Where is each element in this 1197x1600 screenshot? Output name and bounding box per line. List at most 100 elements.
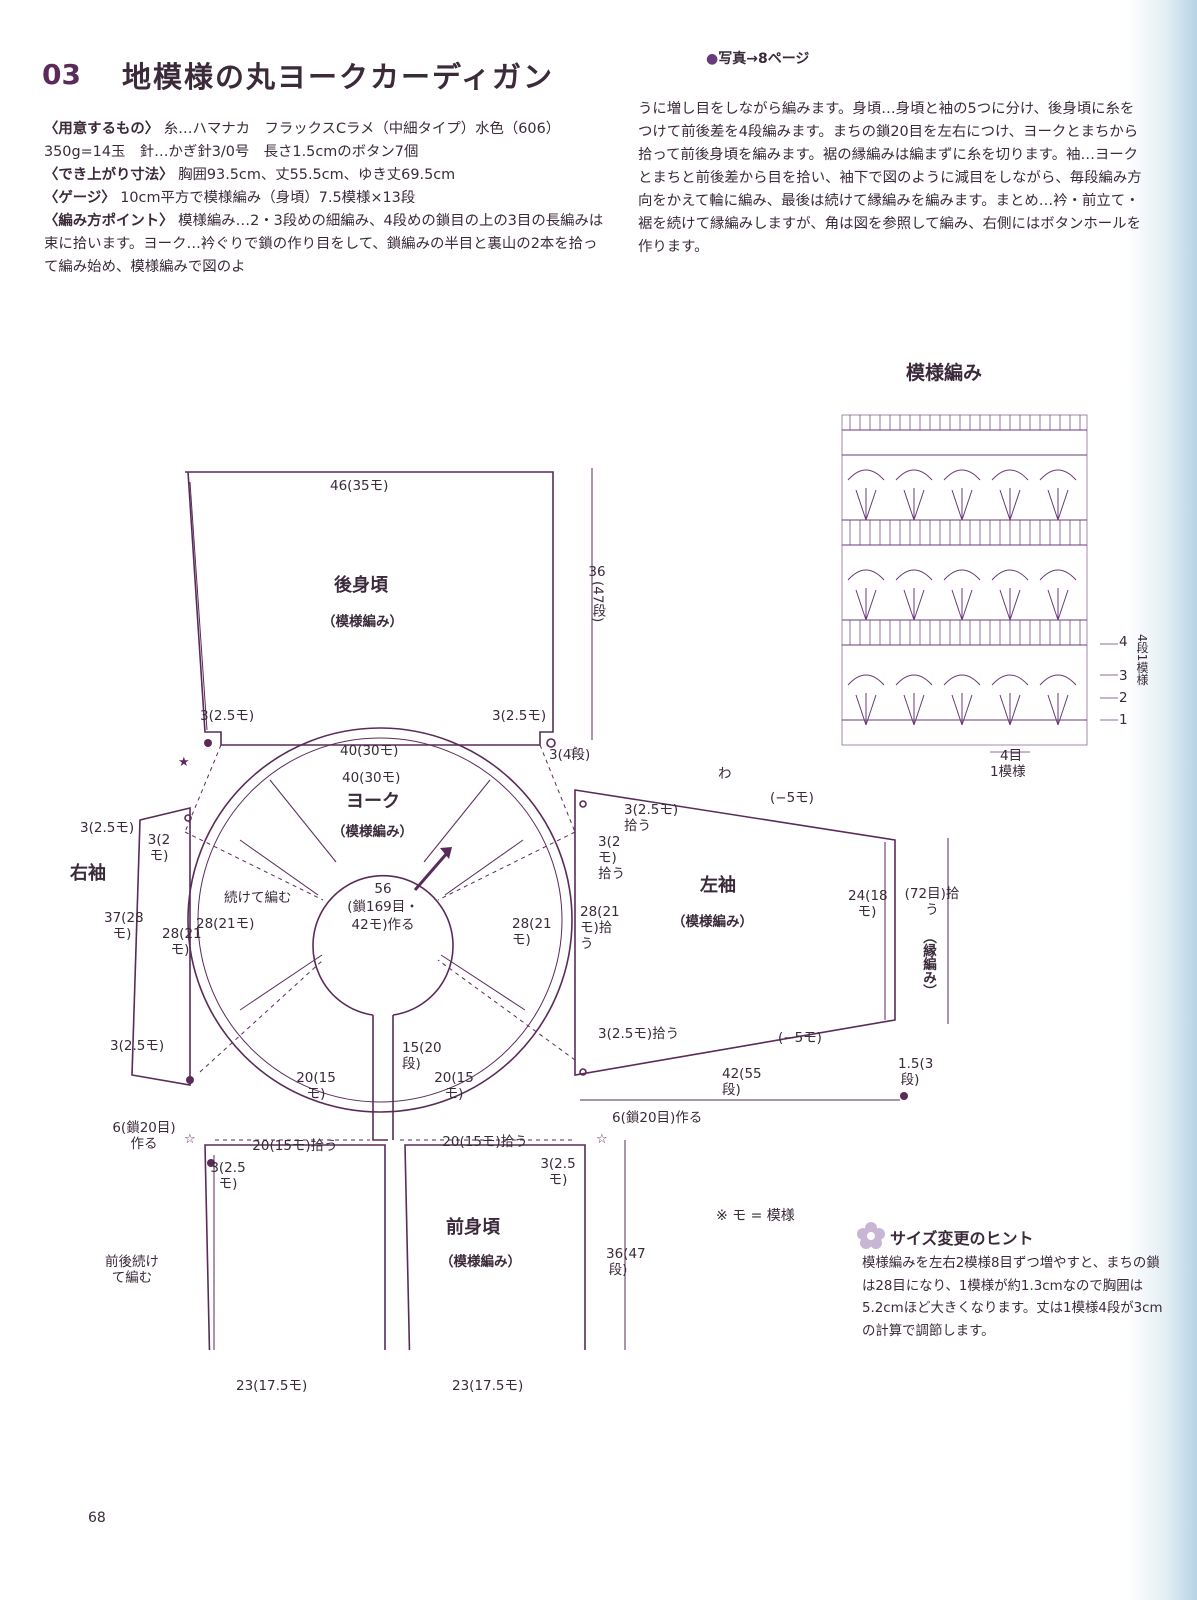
back-body-outline <box>185 471 554 746</box>
neckline-label: 56(鎖169目・42モ)作る <box>340 880 426 934</box>
back-body-stitch: （模様編み） <box>322 614 403 630</box>
right-sleeve-inner: 28(21モ) <box>162 926 202 958</box>
yoke-direction-arrow <box>413 851 450 891</box>
back-height-rows: (47段) <box>589 581 606 623</box>
back-bottom-label: 40(30モ) <box>340 743 399 759</box>
back-corner-right: 3(2.5モ) <box>492 708 547 724</box>
yoke-outer-label: 40(30モ) <box>342 770 401 786</box>
chart-posts <box>849 415 1081 645</box>
front-pick-left: 20(15モ)拾う <box>252 1138 338 1154</box>
left-sleeve-stitch: （模様編み） <box>672 914 753 930</box>
instruction-text: 糸…ハマナカ フラックスCラメ（中細タイプ）水色（606）350g=14玉 針…… <box>44 121 561 160</box>
bullet-icon: ● <box>706 51 719 67</box>
chart-rows-label: 4段1模様 <box>1135 634 1149 686</box>
left-sleeve-pick1: 3(2.5モ)拾う <box>624 802 679 834</box>
page-edge-shadow <box>1127 0 1197 1600</box>
yoke-continue-label: 続けて編む <box>224 890 292 906</box>
instruction-continued: うに増し目をしながら編みます。身頃…身頃と袖の5つに分け、後身頃に糸をつけて前後… <box>638 101 1142 255</box>
right-sleeve-top2: 3(2モ) <box>147 832 171 864</box>
chart-row-arrows <box>990 643 1118 753</box>
right-sleeve-length: 37(28モ) <box>104 910 144 942</box>
instruction-label: 〈用意するもの〉 <box>44 121 160 137</box>
back-width-label: 46(35モ) <box>330 478 389 494</box>
right-sleeve-top: 3(2.5モ) <box>80 820 135 836</box>
instruction-label: 〈でき上がり寸法〉 <box>44 167 174 183</box>
right-sleeve-bottom: 3(2.5モ) <box>110 1038 165 1054</box>
front-right-outline <box>404 1144 586 1350</box>
instruction-points: 〈編み方ポイント〉 模様編み…2・3段めの細編み、4段めの鎖目の上の3目の長編み… <box>44 210 604 279</box>
svg-text:☆: ☆ <box>596 1132 608 1147</box>
left-sleeve-name: 左袖 <box>700 875 736 896</box>
front-left-outline <box>204 1144 386 1350</box>
back-body-side-inner <box>189 481 208 731</box>
chart-row-mark-4: 4 <box>1119 634 1128 650</box>
hint-body: 模様編みを左右2模様8目ずつ増やすと、まちの鎖は28目になり、1模様が約1.3c… <box>862 1256 1163 1339</box>
size-hint-box: サイズ変更のヒント 模様編みを左右2模様8目ずつ増やすと、まちの鎖は28目になり… <box>857 1222 1172 1343</box>
left-sleeve-cuff-pick: (72目)拾う <box>904 886 960 918</box>
front-pick-right: 20(15モ)拾う <box>442 1134 528 1150</box>
left-sleeve-dec-bottom: (−5モ) <box>778 1030 822 1046</box>
front-gusset-left: 6(鎖20目)作る <box>112 1120 176 1152</box>
abbreviation-note: ※ モ = 模様 <box>716 1208 795 1224</box>
back-body-name: 後身頃 <box>334 575 388 596</box>
stitch-chart <box>841 414 1118 753</box>
right-sleeve-name: 右袖 <box>70 863 106 884</box>
left-sleeve-dec-top: (−5モ) <box>770 790 814 806</box>
instructions-right: うに増し目をしながら編みます。身頃…身頃と袖の5つに分け、後身頃に糸をつけて前後… <box>638 98 1144 259</box>
yoke-name: ヨーク <box>346 791 400 812</box>
yoke-outer-circle <box>187 727 573 1113</box>
chart-row-mark-1: 1 <box>1119 712 1128 728</box>
left-sleeve-cuff-width: 24(18モ) <box>848 888 888 920</box>
instruction-materials: 〈用意するもの〉 糸…ハマナカ フラックスCラメ（中細タイプ）水色（606）35… <box>44 118 604 164</box>
yoke-left-side: 28(21モ) <box>196 916 255 932</box>
schematic-svg: ★ ☆ ☆ ☆ <box>131 414 1118 1350</box>
page-number: 68 <box>88 1510 106 1526</box>
photo-reference: ●写真→8ページ <box>706 48 809 68</box>
title-block: 03 地模様の丸ヨークカーディガン ●写真→8ページ <box>42 40 872 94</box>
instruction-text: 胸囲93.5cm、丈55.5cm、ゆき丈69.5cm <box>178 167 456 183</box>
front-gusset-right: 6(鎖20目)作る <box>612 1110 703 1126</box>
yoke-front-left: 20(15モ) <box>296 1070 336 1102</box>
front-band-left <box>372 1015 388 1141</box>
left-sleeve-ring: わ <box>718 766 732 782</box>
page-title: 地模様の丸ヨークカーディガン <box>122 60 554 94</box>
back-height-label: 36(47段) <box>585 564 609 627</box>
instructions-left: 〈用意するもの〉 糸…ハマナカ フラックスCラメ（中細タイプ）水色（606）35… <box>44 118 604 279</box>
yoke-front-right: 20(15モ) <box>434 1070 474 1102</box>
yoke-neck-circle <box>312 875 454 1016</box>
front-continue-label: 前後続けて編む <box>105 1254 159 1286</box>
chart-row-block-1 <box>842 429 1087 721</box>
left-sleeve-edge: 1.5(3段) <box>898 1056 934 1088</box>
svg-text:☆: ☆ <box>184 1132 196 1147</box>
pattern-chart-title: 模様編み <box>906 362 983 384</box>
left-sleeve-outline <box>574 789 896 1076</box>
front-height: 36(47段) <box>606 1246 646 1278</box>
back-side-rows: 3(4段) <box>549 747 591 763</box>
neckline-chain: (鎖169目・ <box>347 899 419 915</box>
chart-fans <box>855 488 1069 726</box>
pattern-number: 03 <box>42 58 81 91</box>
front-body-name: 前身頃 <box>446 1217 500 1238</box>
instruction-gauge: 〈ゲージ〉 10cm平方で模様編み（身頃）7.5模様×13段 <box>44 187 604 210</box>
chart-row-mark-3: 3 <box>1119 668 1128 684</box>
left-sleeve-pick3: 3(2.5モ)拾う <box>598 1026 680 1042</box>
neckline-make: 42モ)作る <box>351 917 415 933</box>
chart-repeat-label: 4目 <box>1000 748 1023 764</box>
instruction-label: 〈ゲージ〉 <box>44 190 116 206</box>
back-height-number: 36 <box>588 564 606 580</box>
back-corner-left: 3(2.5モ) <box>200 708 255 724</box>
left-sleeve-pick2: 3(2モ)拾う <box>598 834 625 882</box>
chart-row-mark-2: 2 <box>1119 690 1128 706</box>
schematic-diagram: ★ ☆ ☆ ☆ <box>0 350 1197 1394</box>
svg-text:☆: ☆ <box>569 744 581 759</box>
instruction-text: 模様編み…2・3段めの細編み、4段めの鎖目の上の3目の長編みは束に拾います。ヨー… <box>44 213 604 275</box>
front-body-stitch: （模様編み） <box>440 1254 521 1270</box>
instruction-label: 〈編み方ポイント〉 <box>44 213 174 229</box>
front-bottom-left: 23(17.5モ) <box>236 1378 308 1394</box>
instruction-text: 10cm平方で模様編み（身頃）7.5模様×13段 <box>120 190 416 206</box>
left-sleeve-cuff-edge: （縁編み） <box>920 930 936 998</box>
yoke-stitch: （模様編み） <box>332 824 413 840</box>
front-bottom-right: 23(17.5モ) <box>452 1378 524 1394</box>
instruction-size: 〈でき上がり寸法〉 胸囲93.5cm、丈55.5cm、ゆき丈69.5cm <box>44 164 604 187</box>
